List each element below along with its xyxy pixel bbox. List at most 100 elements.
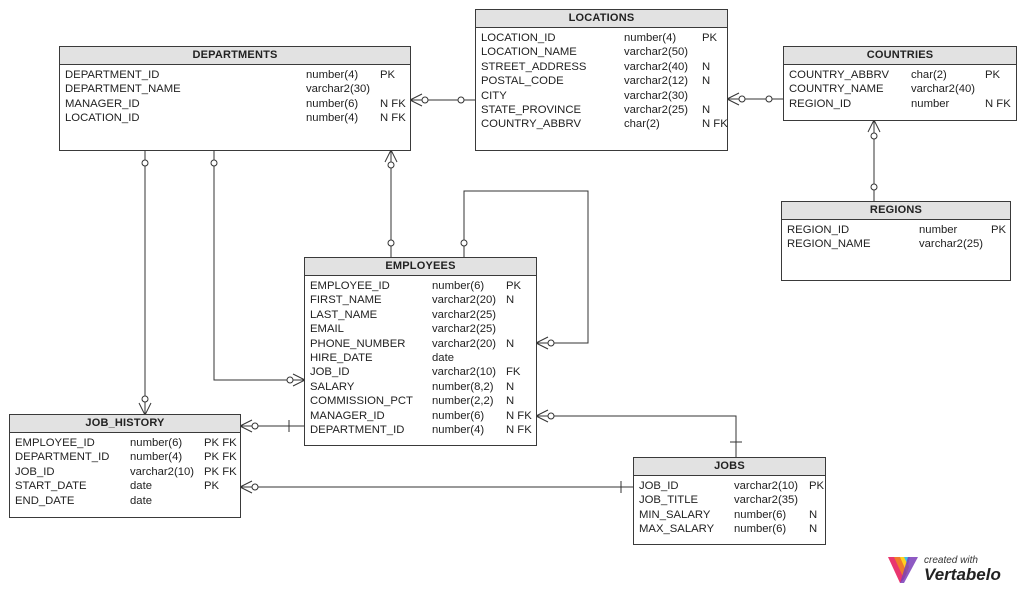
column-type: number(4) (130, 451, 183, 464)
column-name: SALARY (310, 380, 355, 393)
column-name: JOB_ID (15, 465, 55, 478)
column-flags: PK (380, 69, 396, 81)
column-flags: FK (506, 366, 521, 379)
column-name: REGION_ID (789, 97, 852, 110)
column-flags: N FK (506, 423, 532, 436)
column-type: number(4) (624, 32, 677, 44)
column-name: MANAGER_ID (310, 409, 385, 422)
column-type: number(2,2) (432, 395, 494, 408)
column-flags: N FK (380, 112, 406, 125)
column-type: varchar2(30) (624, 89, 689, 102)
column-name: LOCATION_ID (65, 112, 140, 125)
column-name: MAX_SALARY (639, 523, 715, 536)
column-name: EMAIL (310, 323, 344, 336)
column-type: varchar2(25) (919, 238, 984, 251)
column-type: date (432, 351, 454, 364)
brand-name: Vertabelo (924, 565, 1001, 584)
column-name: POSTAL_CODE (481, 75, 564, 88)
column-flags: N FK (702, 118, 728, 131)
vertabelo-logo-icon (888, 557, 918, 583)
column-name: REGION_ID (787, 224, 850, 236)
column-flags: N (506, 294, 515, 307)
column-type: number(6) (130, 437, 183, 449)
created-with-text: created with (924, 555, 978, 566)
column-type: number(4) (306, 112, 359, 125)
column-type: number(4) (306, 69, 359, 81)
column-name: DEPARTMENT_ID (65, 69, 160, 81)
column-row[interactable]: LAST_NAME varchar2(25) (310, 308, 536, 322)
column-type: number(4) (432, 423, 485, 436)
vertabelo-logo: created with Vertabelo (886, 553, 1016, 587)
column-flags: PK (702, 32, 718, 44)
column-type: varchar2(10) (130, 465, 195, 478)
column-type: number (911, 97, 950, 110)
column-name: DEPARTMENT_ID (310, 423, 405, 436)
column-row[interactable]: JOB_ID varchar2(10) PK FK (15, 465, 240, 479)
column-type: number (919, 224, 958, 236)
column-flags: PK (809, 480, 825, 492)
column-flags: PK FK (204, 437, 237, 449)
column-type: varchar2(25) (624, 103, 689, 116)
column-flags: N (809, 523, 818, 536)
column-flags: PK (991, 224, 1007, 236)
column-type: number(6) (734, 523, 787, 536)
table-title: COUNTRIES (784, 47, 1016, 65)
column-row[interactable]: REGION_ID number PK (787, 223, 1010, 237)
column-type: varchar2(50) (624, 46, 689, 59)
column-type: number(6) (306, 97, 359, 110)
column-type: varchar2(35) (734, 494, 799, 507)
column-name: LAST_NAME (310, 308, 378, 321)
column-type: number(6) (432, 409, 485, 422)
table-title: LOCATIONS (476, 10, 727, 28)
column-flags: PK FK (204, 465, 237, 478)
column-type: number(6) (734, 508, 787, 521)
column-flags: N (506, 395, 515, 408)
column-type: varchar2(25) (432, 308, 497, 321)
column-row[interactable]: MAX_SALARY number(6) N (639, 522, 825, 536)
column-row[interactable]: DEPARTMENT_ID number(4) N FK (310, 423, 536, 437)
column-type: number(6) (432, 280, 485, 292)
column-row[interactable]: DEPARTMENT_ID number(4) PK (65, 68, 410, 82)
column-row[interactable]: LOCATION_ID number(4) N FK (65, 111, 410, 125)
